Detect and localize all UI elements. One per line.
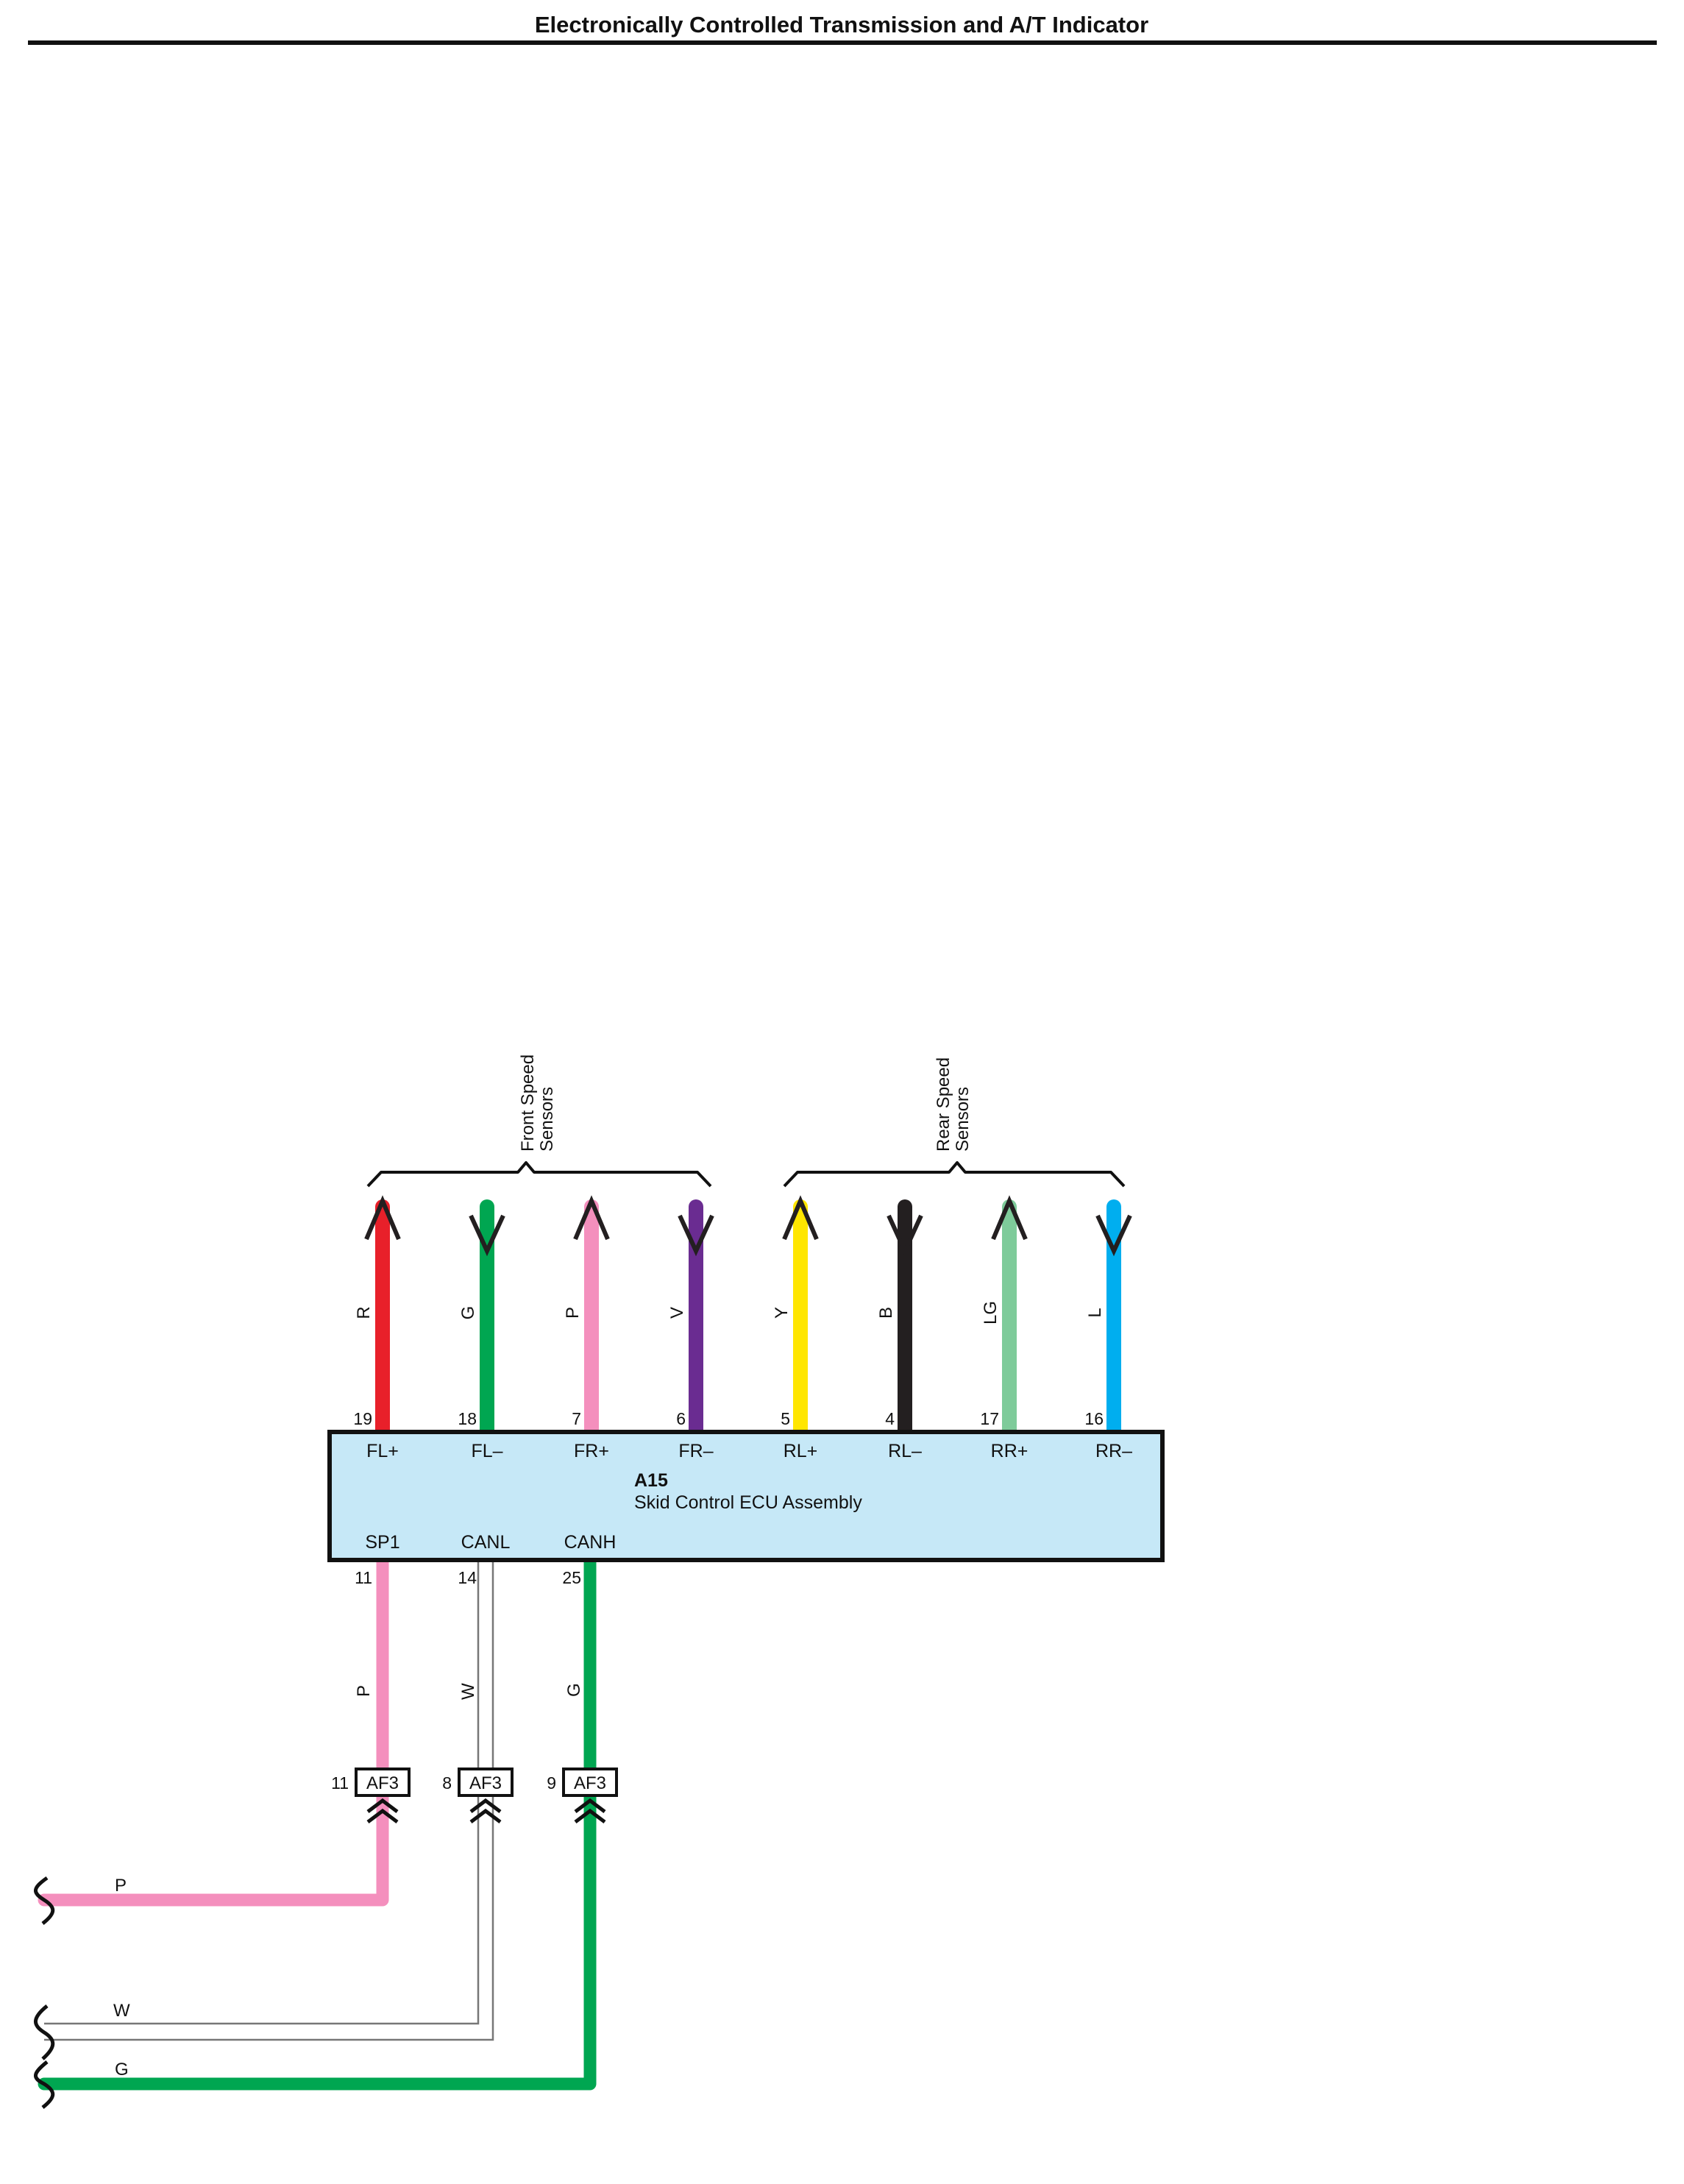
color-code-rl-minus: B — [876, 1307, 896, 1319]
ecu-name: Skid Control ECU Assembly — [634, 1492, 862, 1513]
rear-sensors-label-line1: Rear Speed — [934, 1057, 953, 1152]
pin-fl-plus: 19 — [353, 1409, 372, 1428]
wire-fl-minus: G 18 — [458, 1199, 505, 1439]
exit-label-w: W — [113, 2001, 130, 2021]
pin-canh: 25 — [562, 1568, 581, 1587]
exit-label-p: P — [115, 1876, 127, 1896]
terminal-rr-minus: RR– — [1095, 1441, 1132, 1461]
wire-rr-plus: LG 17 — [980, 1195, 1028, 1439]
wire-canl — [44, 1560, 494, 2041]
connector-af3-canh: AF3 9 — [547, 1768, 618, 1823]
connector-af3-canh-label: AF3 — [574, 1773, 606, 1793]
pin-rl-minus: 4 — [885, 1409, 895, 1428]
arrow-down-icon — [1095, 1214, 1132, 1257]
wire-break-g — [34, 2060, 55, 2109]
color-code-sp1: P — [354, 1685, 374, 1697]
connector-pin-canh: 9 — [547, 1773, 556, 1793]
terminal-fl-minus: FL– — [471, 1441, 502, 1461]
terminal-rl-minus: RL– — [888, 1441, 922, 1461]
pin-canl: 14 — [458, 1568, 477, 1587]
wire-fr-plus: P7 — [563, 1195, 610, 1439]
wire-canh — [38, 1553, 597, 2091]
rear-sensors-bracket — [783, 1161, 1126, 1188]
color-code-rl-plus: Y — [772, 1307, 792, 1319]
pin-fr-minus: 6 — [676, 1409, 686, 1428]
arrow-up-icon — [782, 1195, 819, 1241]
pin-fl-minus: 18 — [458, 1409, 477, 1428]
front-sensors-label: Front Speed Sensors — [518, 1054, 557, 1152]
pin-rr-plus: 17 — [980, 1409, 999, 1428]
color-code-rr-minus: L — [1085, 1308, 1105, 1317]
terminal-canl: CANL — [461, 1532, 511, 1553]
wire-rr-minus: L 16 — [1084, 1199, 1132, 1439]
color-code-canl: W — [458, 1683, 478, 1700]
arrow-down-icon — [678, 1214, 714, 1257]
terminal-rr-plus: RR+ — [991, 1441, 1028, 1461]
page-title: Electronically Controlled Transmission a… — [535, 12, 1148, 38]
wire-fr-minus: V6 — [667, 1199, 714, 1439]
exit-label-g: G — [115, 2060, 129, 2080]
arrow-up-icon — [364, 1195, 401, 1241]
ecu-box — [327, 1430, 1165, 1562]
terminal-fl-plus: FL+ — [366, 1441, 399, 1461]
arrow-down-icon — [469, 1214, 505, 1257]
terminal-fr-minus: FR– — [678, 1441, 713, 1461]
wire-fl-plus: R 19 — [353, 1195, 401, 1439]
wire-rl-plus: Y5 — [772, 1195, 819, 1439]
wire-break-p — [34, 1876, 55, 1925]
connector-af3-sp1: AF3 11 — [331, 1768, 411, 1823]
color-code-fr-minus: V — [667, 1307, 687, 1319]
wire-rl-minus: B4 — [876, 1199, 923, 1439]
front-sensors-label-line1: Front Speed — [518, 1054, 538, 1152]
terminal-fr-plus: FR+ — [574, 1441, 609, 1461]
wire-break-w — [34, 2004, 55, 2060]
ecu-code: A15 — [634, 1470, 668, 1491]
pin-fr-plus: 7 — [572, 1409, 581, 1428]
front-sensors-label-line2: Sensors — [537, 1087, 557, 1152]
connector-af3-sp1-label: AF3 — [366, 1773, 399, 1793]
top-terminals: FL+ FL– FR+ FR– RL+ RL– RR+ RR– — [366, 1441, 1132, 1461]
color-code-fl-minus: G — [458, 1306, 478, 1320]
arrow-down-icon — [887, 1214, 923, 1257]
terminal-sp1: SP1 — [365, 1532, 399, 1553]
color-code-rr-plus: LG — [981, 1301, 1001, 1325]
pin-rl-plus: 5 — [781, 1409, 790, 1428]
connector-af3-canl: AF3 8 — [442, 1768, 514, 1823]
pin-rr-minus: 16 — [1084, 1409, 1104, 1428]
arrow-up-icon — [573, 1195, 610, 1241]
color-code-fl-plus: R — [354, 1306, 374, 1319]
connector-pin-canl: 8 — [442, 1773, 452, 1793]
color-code-canh: G — [564, 1683, 584, 1697]
color-code-fr-plus: P — [563, 1307, 583, 1319]
terminal-rl-plus: RL+ — [784, 1441, 818, 1461]
rear-sensors-label-line2: Sensors — [953, 1087, 973, 1152]
front-sensors-bracket — [366, 1161, 712, 1188]
connector-pin-sp1: 11 — [331, 1773, 349, 1793]
terminal-canh: CANH — [564, 1532, 617, 1553]
wire-sp1 — [38, 1553, 389, 1907]
bottom-wires — [38, 1553, 597, 2091]
pin-sp1: 11 — [355, 1568, 372, 1587]
rear-sensors-label: Rear Speed Sensors — [934, 1057, 973, 1152]
connector-af3-canl-label: AF3 — [469, 1773, 502, 1793]
arrow-up-icon — [991, 1195, 1028, 1241]
